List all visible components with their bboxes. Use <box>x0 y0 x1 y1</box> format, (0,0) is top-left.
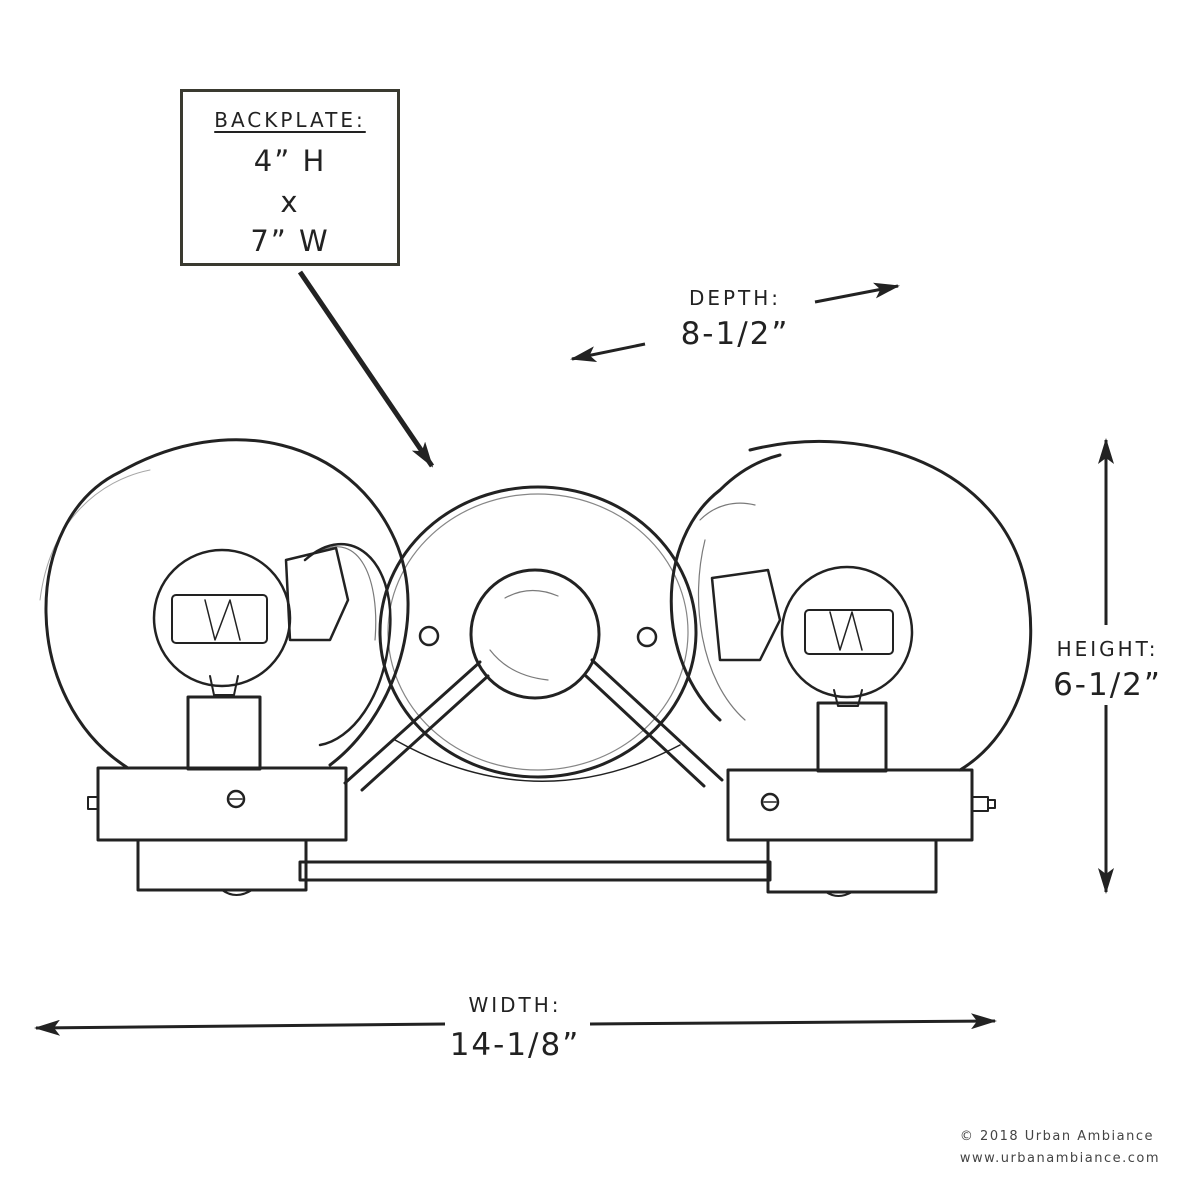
right-socket <box>816 701 888 773</box>
left-bulb <box>152 548 292 696</box>
backplate-title: BACKPLATE: <box>214 108 366 132</box>
left-base <box>87 766 348 896</box>
center-knob <box>469 568 601 700</box>
height-label: HEIGHT: <box>1056 637 1159 661</box>
depth-value: 8-1/2” <box>680 316 790 352</box>
right-glass-globe <box>669 439 1033 772</box>
right-base <box>726 768 996 897</box>
backplate-screws <box>418 625 658 648</box>
backplate-callout-box: BACKPLATE: 4” H x 7” W <box>180 89 400 266</box>
leader-arrow <box>297 270 435 468</box>
width-value: 14-1/8” <box>449 1027 581 1063</box>
height-value: 6-1/2” <box>1053 667 1162 703</box>
website-link[interactable]: www.urbanambiance.com <box>959 1151 1160 1166</box>
left-shade-holder <box>284 546 350 642</box>
width-label: WIDTH: <box>468 993 562 1017</box>
backplate-width: 7” W <box>250 224 330 258</box>
copyright-text: © 2018 Urban Ambiance <box>959 1129 1154 1144</box>
depth-label: DEPTH: <box>688 286 782 310</box>
depth-arrows <box>570 282 900 363</box>
right-bulb <box>780 565 914 707</box>
light-fixture-sketch <box>39 438 1033 897</box>
left-glass-globe <box>39 438 410 770</box>
fixture-arms <box>298 658 772 882</box>
left-socket <box>186 695 262 771</box>
backplate-times: x <box>280 185 300 219</box>
right-shade-holder <box>710 568 782 662</box>
width-arrow <box>34 1013 997 1036</box>
backplate-height: 4” H <box>253 144 327 178</box>
oval-backplate <box>378 485 698 782</box>
